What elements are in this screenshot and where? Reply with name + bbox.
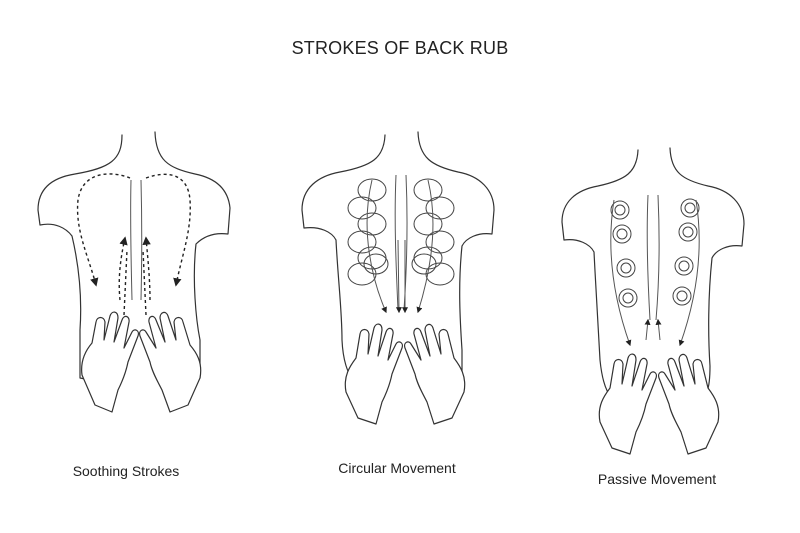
stroke-arrow-left-up bbox=[118, 236, 128, 301]
left-hand-icon bbox=[81, 311, 139, 413]
right-hand-icon bbox=[404, 323, 466, 425]
panel-passive-movement bbox=[561, 147, 745, 455]
panel-circular-movement bbox=[301, 131, 495, 425]
passive-spirals-right bbox=[672, 198, 700, 306]
stroke-arrow-right-up bbox=[142, 236, 151, 301]
caption-circular-movement: Circular Movement bbox=[338, 460, 456, 476]
caption-soothing-strokes: Soothing Strokes bbox=[72, 463, 180, 479]
circular-strokes-left bbox=[347, 178, 389, 286]
panel-soothing-strokes bbox=[37, 131, 231, 413]
passive-spirals-left bbox=[610, 200, 638, 308]
right-hand-icon bbox=[139, 311, 202, 413]
right-hand-icon bbox=[658, 353, 720, 455]
caption-passive-movement: Passive Movement bbox=[597, 471, 717, 487]
left-hand-icon bbox=[344, 323, 403, 425]
diagram-title: STROKES OF BACK RUB bbox=[291, 38, 509, 58]
torso-outline-2 bbox=[301, 131, 495, 383]
torso-outline-3 bbox=[561, 147, 745, 403]
left-hand-icon bbox=[598, 353, 657, 455]
stroke-arrow-left-down bbox=[76, 173, 131, 287]
circular-strokes-right bbox=[411, 178, 455, 286]
stroke-arrow-right-down bbox=[145, 173, 191, 287]
